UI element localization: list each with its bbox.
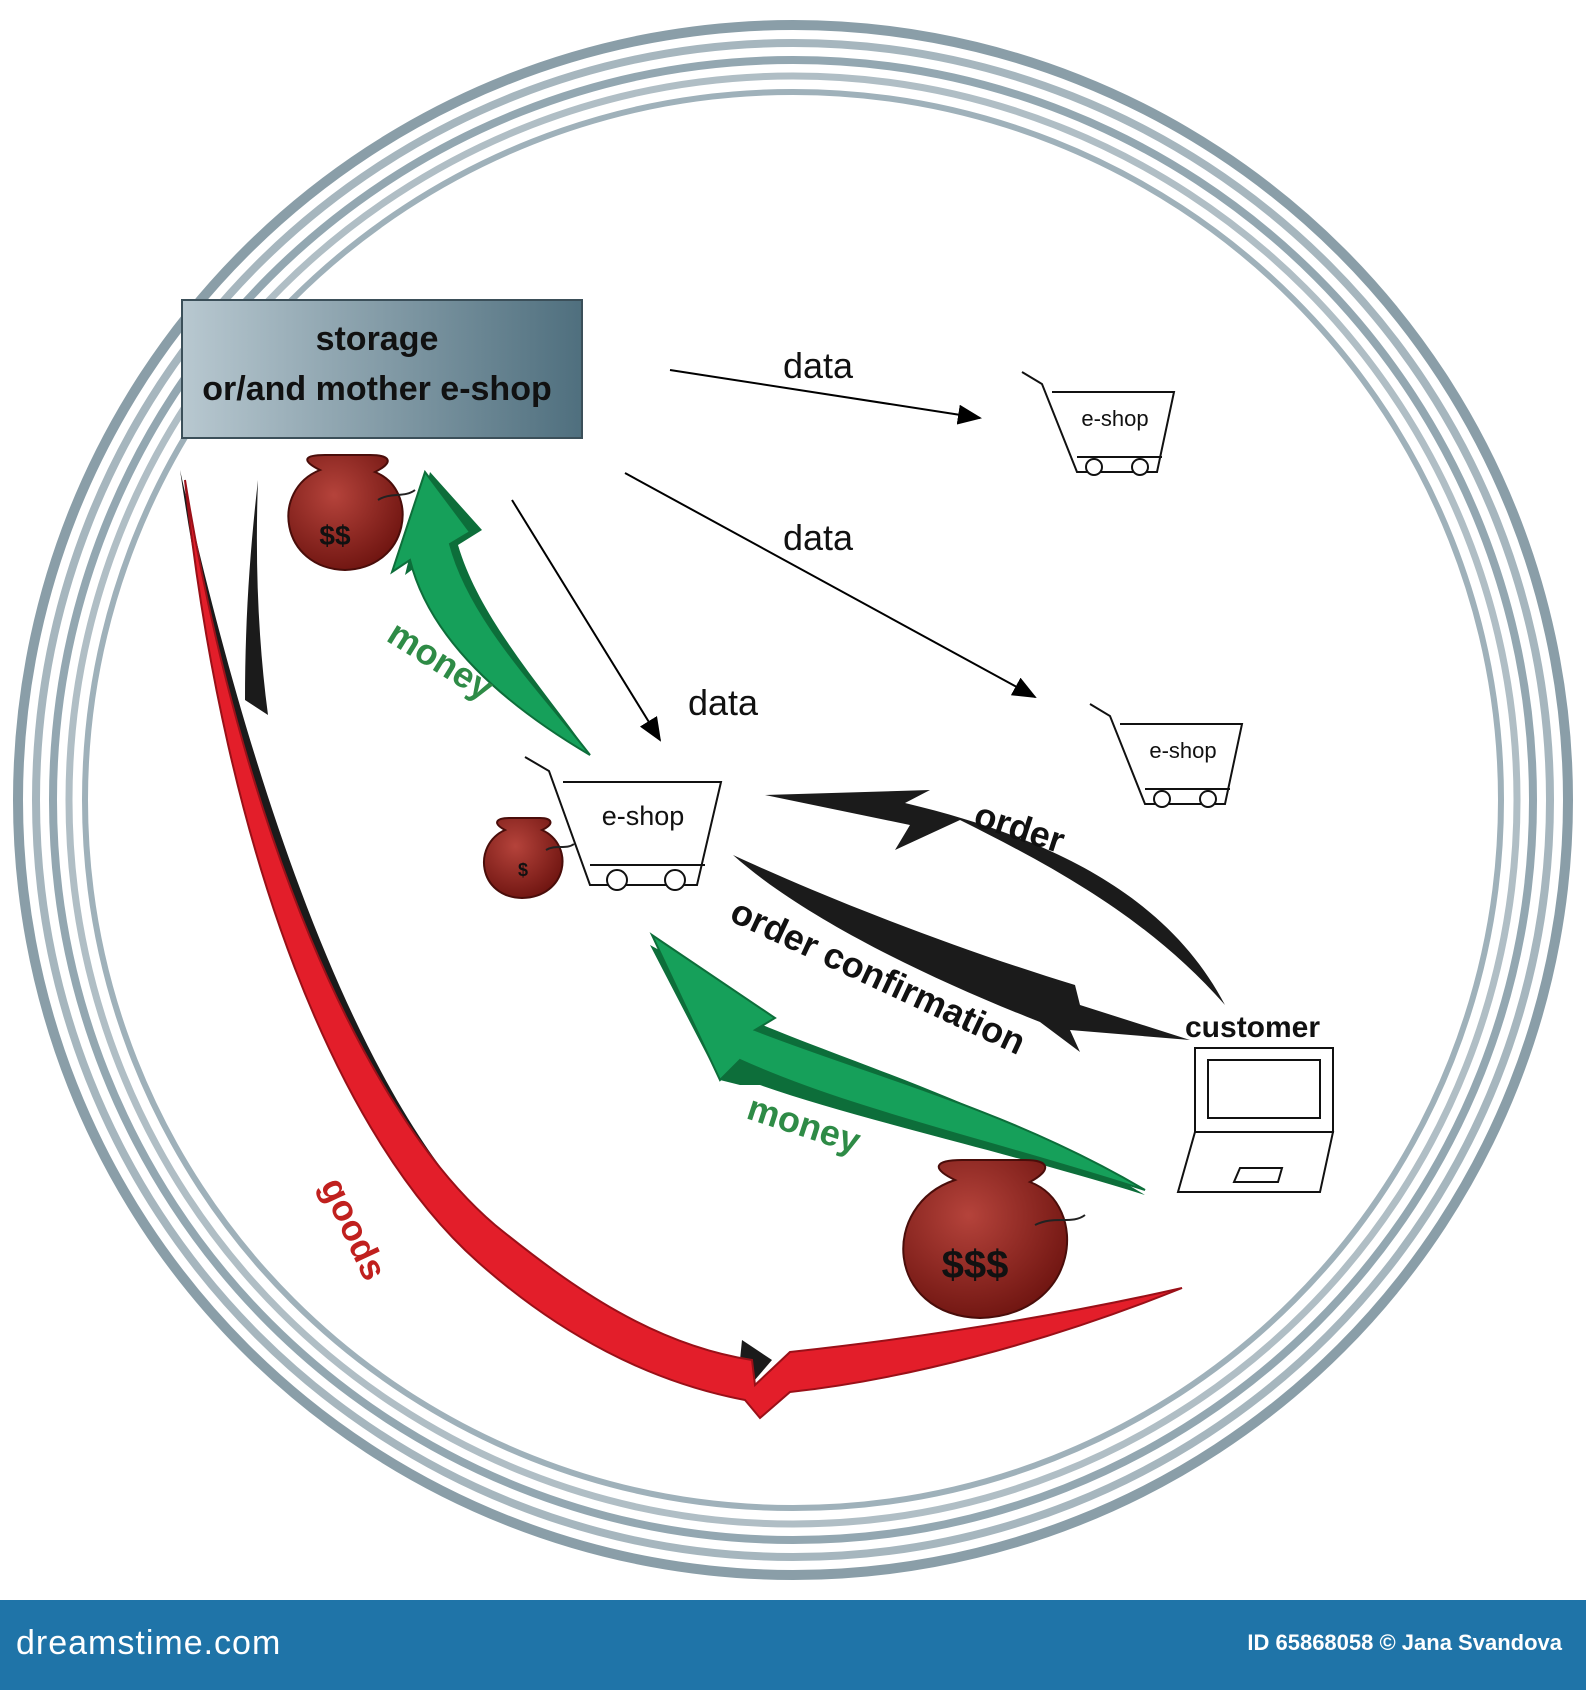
storage-box: storage or/and mother e-shop <box>181 299 583 439</box>
customer: customer <box>1176 1011 1335 1193</box>
brand-logo[interactable]: dreamstime.com <box>16 1624 282 1662</box>
ring-4 <box>65 72 1521 1528</box>
storage-title: storage <box>316 320 439 358</box>
goods-label: goods <box>313 1171 396 1286</box>
laptop-icon <box>1176 1047 1335 1193</box>
ecommerce-flow-diagram: storage or/and mother e-shop data data d… <box>13 20 1573 1580</box>
cart-icon <box>1021 371 1176 473</box>
data-label-lower: data <box>688 682 759 723</box>
money-bag-upper-label: $$ <box>319 520 351 551</box>
order-confirmation-arrow: order confirmation <box>725 855 1190 1063</box>
data-arrows: data data data <box>511 345 1037 742</box>
data-label-middle: data <box>783 517 854 558</box>
ring-3 <box>49 56 1537 1544</box>
customer-label: customer <box>1185 1011 1320 1044</box>
money-bag-large: $$$ <box>902 1159 1086 1320</box>
money-bag-small: $ <box>482 817 575 900</box>
storage-subtitle: or/and mother e-shop <box>202 370 551 408</box>
data-arrow-lower <box>511 499 662 742</box>
cart-icon <box>1089 703 1244 805</box>
image-credit: ID 65868058 © Jana Svandova <box>1247 1630 1562 1655</box>
shop-right-label: e-shop <box>1149 738 1216 763</box>
money-bag-small-label: $ <box>518 860 528 880</box>
ring-frame <box>13 20 1573 1580</box>
order-label: order <box>970 794 1070 861</box>
money-bag-large-label: $$$ <box>942 1243 1009 1287</box>
cart-icon <box>524 756 723 886</box>
ring-outer <box>13 20 1573 1580</box>
data-arrow-top <box>669 369 982 425</box>
ring-inner <box>82 89 1504 1511</box>
data-arrow-middle <box>624 472 1037 698</box>
ring-2 <box>32 39 1554 1561</box>
money-bag-upper: $$ <box>287 454 416 572</box>
shop-right: e-shop <box>1089 703 1244 808</box>
shop-center: e-shop <box>524 756 723 891</box>
data-label-top: data <box>783 345 854 386</box>
money-arrow-upper: money <box>381 469 591 756</box>
shop-top-label: e-shop <box>1081 406 1148 431</box>
shop-top: e-shop <box>1021 371 1176 476</box>
shop-center-label: e-shop <box>602 801 685 831</box>
footer-bar: dreamstime.com ID 65868058 © Jana Svando… <box>0 1600 1586 1690</box>
